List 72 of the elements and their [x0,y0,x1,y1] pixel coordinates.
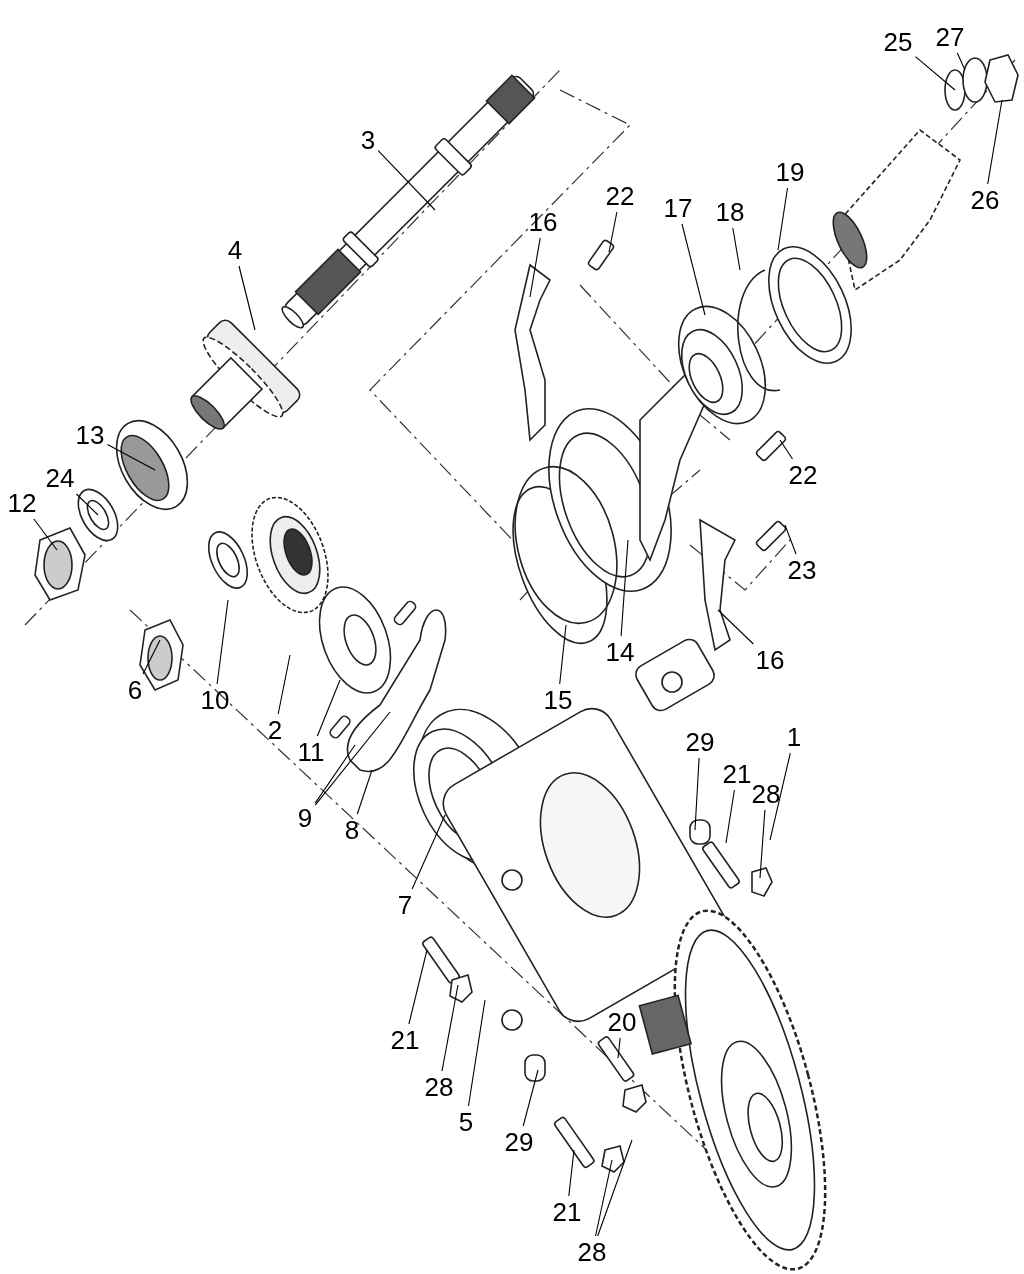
leader-line [33,518,58,551]
callout-number: 4 [226,236,244,264]
callout-number: 6 [126,676,144,704]
callout-number: 20 [606,1008,638,1036]
leader-line [559,624,567,685]
leader-line [725,789,735,844]
callout-number: 12 [6,489,38,517]
leader-line [759,809,766,879]
leader-line [987,99,1003,185]
callout-number: 16 [527,208,559,236]
leader-line [597,1139,633,1237]
callout-number: 28 [423,1073,455,1101]
leader-line [216,599,229,685]
leader-line [277,654,291,715]
leader-line [441,984,459,1072]
callout-number: 15 [542,686,574,714]
callout-number: 21 [721,760,753,788]
leader-line [777,187,789,251]
callout-number: 21 [389,1026,421,1054]
leader-line [522,1069,539,1127]
leader-line [408,949,428,1025]
leader-line [75,493,99,516]
leader-line [467,999,486,1107]
callout-number: 22 [787,461,819,489]
callout-number: 1 [785,723,803,751]
leader-line [314,744,356,804]
leader-line [617,1037,621,1059]
callout-number: 29 [503,1128,535,1156]
leader-line [779,439,794,460]
leader-line [681,223,706,316]
leader-line [717,609,754,645]
leader-line [316,679,341,737]
callout-number: 17 [662,194,694,222]
callout-number: 22 [604,182,636,210]
leader-line [238,265,256,331]
callout-number: 2 [266,716,284,744]
callout-number: 16 [754,646,786,674]
callout-number: 5 [457,1108,475,1136]
leader-line [568,1149,575,1197]
leader-line [356,769,373,815]
callout-number: 13 [74,421,106,449]
callout-number: 28 [750,780,782,808]
leader-line [694,757,700,831]
callout-number: 29 [684,728,716,756]
leader-line [529,237,541,298]
leader-line [956,52,966,71]
callout-number: 11 [296,738,326,766]
callout-number: 27 [934,23,966,51]
callout-number: 9 [296,804,314,832]
leader-line [594,1159,613,1237]
leader-line [314,711,391,806]
callout-number: 3 [359,126,377,154]
leader-line [914,56,956,91]
callout-number: 10 [199,686,231,714]
callout-number: 28 [576,1238,608,1266]
leader-line [769,752,791,841]
leader-line [732,227,741,271]
leader-line [608,211,618,253]
callout-number: 18 [714,198,746,226]
callout-number: 8 [343,816,361,844]
callout-number: 25 [882,28,914,56]
callout-number: 24 [44,464,76,492]
callout-number: 21 [551,1198,583,1226]
callout-number: 7 [396,891,414,919]
leader-line [377,150,436,211]
callout-number: 14 [604,638,636,666]
callout-number: 26 [969,186,1001,214]
callout-number: 19 [774,158,806,186]
leader-line [411,814,446,890]
leader-line [784,524,797,555]
callout-number: 23 [786,556,818,584]
leader-line [620,539,629,637]
